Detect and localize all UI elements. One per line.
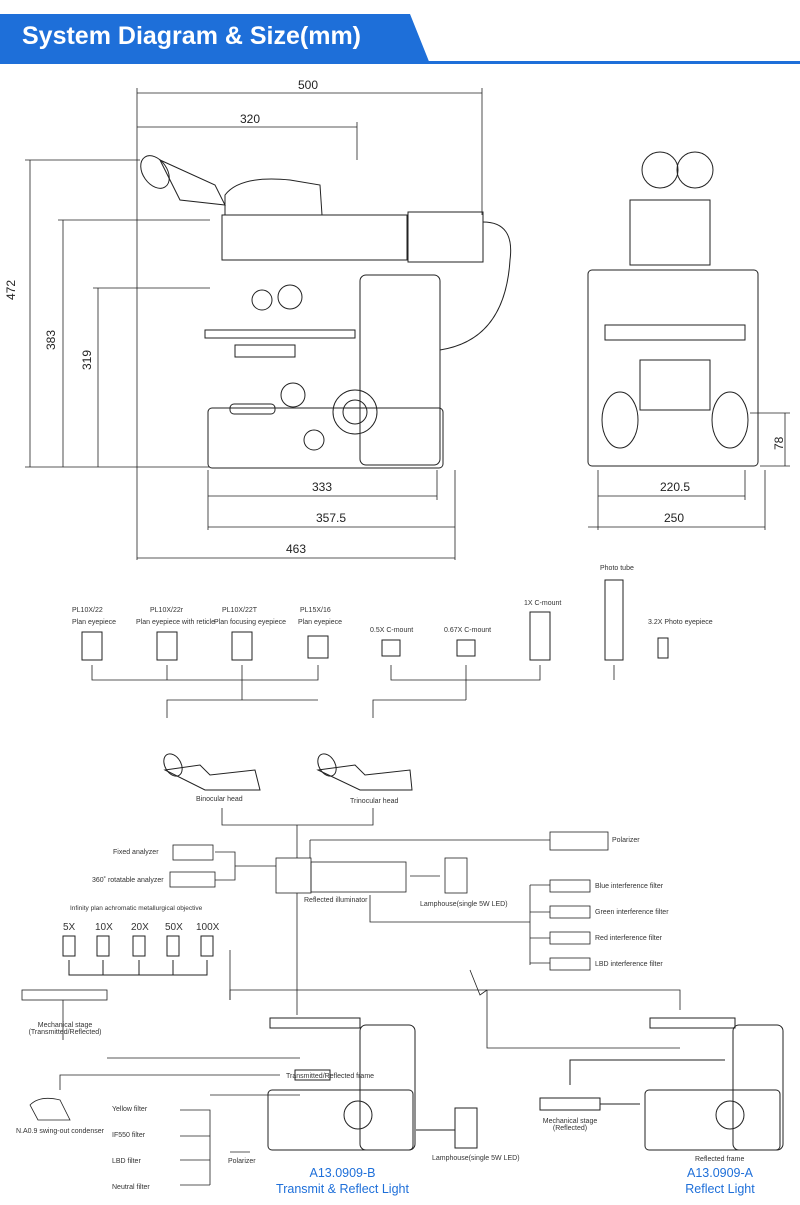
subtitle-left: Transmit & Reflect Light [276,1182,409,1196]
side-view-microscope [140,155,512,469]
model-left: A13.0909-B [309,1166,376,1180]
objective-mag: 5X [63,922,76,933]
dim-base-463: 463 [286,542,307,556]
head-icons [163,753,413,791]
filter-label: Yellow filter [112,1106,148,1113]
dim-base-357: 357.5 [316,511,347,525]
frame-left-label: Transmitted/Reflected frame [286,1073,375,1080]
mech-stage-left-label: Mechanical stage (Transmitted/Reflected) [28,1022,102,1036]
header-underline [0,61,800,64]
trinocular-head-label: Trinocular head [350,798,399,805]
right-frame-drawing [539,1017,784,1151]
polarizer-top-label: Polarizer [612,837,640,844]
front-view-dimension-lines [588,412,790,530]
objective-mag: 10X [95,922,113,933]
dim-height-472: 472 [4,279,18,300]
dim-front-78: 78 [772,436,786,450]
mech-stage-right-label: Mechanical stage (Reflected) [542,1118,598,1132]
eyepiece-icons [81,631,329,661]
eyepiece-name: Plan eyepiece [72,619,116,626]
filter-label: Green interference filter [595,909,669,916]
photo-eyepiece-label: 3.2X Photo eyepiece [648,619,713,626]
header-bar [0,14,430,64]
polarizer-bottom-label: Polarizer [228,1158,256,1165]
dim-height-319: 319 [80,349,94,370]
objective-icons [62,935,214,976]
dim-top-320: 320 [240,112,261,126]
filter-label: Red interference filter [595,935,662,942]
cmount-label: 0.67X C-mount [444,627,492,634]
filter-label: Blue interference filter [595,883,664,890]
frame-right-label: Reflected frame [695,1156,745,1163]
dim-front-220: 220.5 [660,480,691,494]
eyepiece-model: PL10X/22 [72,607,103,614]
objective-mag: 100X [196,922,220,933]
eyepiece-name: Plan eyepiece [298,619,342,626]
eyepiece-model: PL15X/16 [300,607,331,614]
connector-lines-mid [169,808,609,971]
front-view-microscope [587,151,759,467]
objective-mag: 20X [131,922,149,933]
lamphouse-bottom-label: Lamphouse(single 5W LED) [432,1155,520,1162]
rotatable-analyzer-label: 360˚ rotatable analyzer [92,877,164,884]
connector-lines-bottom [229,893,681,1049]
connector-lines-top [91,665,615,718]
dim-front-250: 250 [664,511,685,525]
dim-top-500: 500 [298,78,319,92]
model-right: A13.0909-A [686,1166,754,1180]
dim-height-383: 383 [44,329,58,350]
condenser-label: N.A0.9 swing-out condenser [16,1128,104,1135]
filter-label: LBD interference filter [595,961,663,968]
page-title: System Diagram & Size(mm) [22,22,362,50]
subtitle-right: Reflect Light [685,1182,755,1196]
filter-label: Neutral filter [112,1184,150,1191]
filter-label: IF550 filter [112,1132,146,1139]
left-accessory-lines [21,989,300,1186]
eyepiece-model: PL10X/22T [222,607,258,614]
cmount-label: 0.5X C-mount [370,627,414,634]
binocular-head-label: Binocular head [196,796,243,803]
header-banner: System Diagram & Size(mm) [0,14,800,64]
objectives-title: Infinity plan achromatic metallurgical o… [70,905,203,912]
eyepiece-model: PL10X/22r [150,607,184,614]
photo-tube-label: Photo tube [600,565,634,572]
cmount-label: 1X C-mount [524,600,562,607]
dim-base-333: 333 [312,480,333,494]
left-frame-drawing [267,1017,478,1151]
cmount-icons [381,579,669,661]
filter-label: LBD filter [112,1158,141,1165]
objective-mag: 50X [165,922,183,933]
fixed-analyzer-label: Fixed analyzer [113,849,159,856]
eyepiece-name: Plan eyepiece with reticle [136,619,215,626]
reflected-illuminator-label: Reflected illuminator [304,897,368,904]
lamphouse-top-label: Lamphouse(single 5W LED) [420,901,508,908]
side-view-dimension-lines [25,88,483,560]
eyepiece-name: Plan focusing eyepiece [214,619,286,626]
